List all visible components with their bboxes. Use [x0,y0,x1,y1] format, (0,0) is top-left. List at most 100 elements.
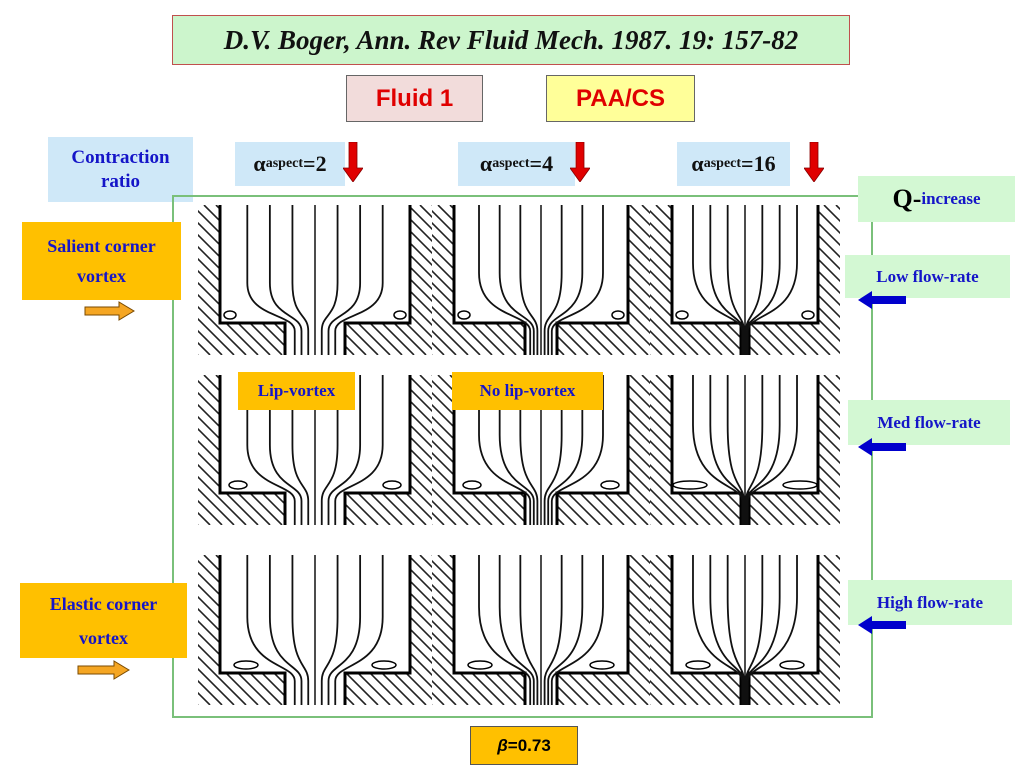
streamline [692,555,744,705]
corner-vortex [457,310,471,320]
corner-vortex [782,480,818,490]
streamline [519,375,539,525]
corner-vortex [672,480,708,490]
fluid-name: PAA/CS [576,84,665,112]
q-increase-box: Q-increase [858,176,1015,222]
red-down-arrow-icon [343,142,363,182]
fluid-label: Fluid 1 [375,84,454,112]
flow-panel [432,555,650,705]
corner-vortex [589,660,615,670]
streamline [745,375,781,525]
corner-vortex [467,660,493,670]
corner-vortex [223,310,237,320]
streamline [246,375,296,525]
streamline [246,205,296,355]
flow-visualization-frame [172,195,873,718]
streamline [268,205,303,355]
contraction-label-1: Contraction [71,146,170,168]
corner-vortex [685,660,711,670]
streamline [478,375,532,525]
no-lip-vortex-label: No lip-vortex [452,372,603,410]
red-down-arrow-icon [570,142,590,182]
streamline [692,375,744,525]
lip-vortex-label: Lip-vortex [238,372,355,410]
orange-right-arrow-icon [77,660,130,680]
corner-vortex [801,310,815,320]
contraction-ratio-box: Contraction ratio [48,137,193,202]
flow-panel [198,555,432,705]
flow-panel [432,205,650,355]
streamline [745,375,764,525]
streamline [746,555,798,705]
streamline [291,205,310,355]
streamline [334,555,384,705]
streamline [692,205,744,355]
streamline [745,205,764,355]
streamline [519,205,539,355]
streamline [709,555,745,705]
streamline [268,375,303,525]
corner-vortex [600,480,620,490]
streamline [745,205,781,355]
streamline [745,555,781,705]
streamline [543,375,563,525]
streamline [519,555,539,705]
med-flow-rate-label: Med flow-rate [848,400,1010,445]
streamline [291,375,310,525]
blue-left-arrow-icon [858,291,906,309]
streamline [726,205,745,355]
corner-vortex [382,480,402,490]
corner-vortex [611,310,625,320]
flow-panel [650,555,840,705]
streamline [726,375,745,525]
streamline [246,555,296,705]
streamline [543,205,563,355]
blue-left-arrow-icon [858,438,906,456]
streamline [547,555,584,705]
streamline [291,555,310,705]
streamline [327,555,362,705]
streamline [268,555,303,705]
streamline [498,375,535,525]
streamline [746,205,798,355]
streamline [334,375,384,525]
streamline [327,375,362,525]
streamline [550,555,604,705]
blue-left-arrow-icon [858,616,906,634]
streamline [320,555,339,705]
orange-right-arrow-icon [84,301,135,321]
corner-vortex [233,660,259,670]
beta-box: β=0.73 [470,726,578,765]
corner-vortex [228,480,248,490]
corner-vortex [675,310,689,320]
corner-vortex [462,480,482,490]
streamline [709,205,745,355]
red-down-arrow-icon [804,142,824,182]
flow-panel [198,205,432,355]
streamline [547,205,584,355]
streamline [320,205,339,355]
streamline [550,205,604,355]
fluid-name-box: PAA/CS [546,75,695,122]
citation-text: D.V. Boger, Ann. Rev Fluid Mech. 1987. 1… [223,24,799,55]
flow-panel [650,375,840,525]
streamline [498,555,535,705]
low-flow-rate-label: Low flow-rate [845,255,1010,298]
corner-vortex [779,660,805,670]
corner-vortex [393,310,407,320]
streamline [327,205,362,355]
streamline [498,205,535,355]
corner-vortex [371,660,397,670]
streamline [320,375,339,525]
contraction-label-2: ratio [100,170,141,192]
high-flow-rate-label: High flow-rate [848,580,1012,625]
streamline [334,205,384,355]
fluid-label-box: Fluid 1 [346,75,483,122]
streamline [746,375,798,525]
streamline [550,375,604,525]
